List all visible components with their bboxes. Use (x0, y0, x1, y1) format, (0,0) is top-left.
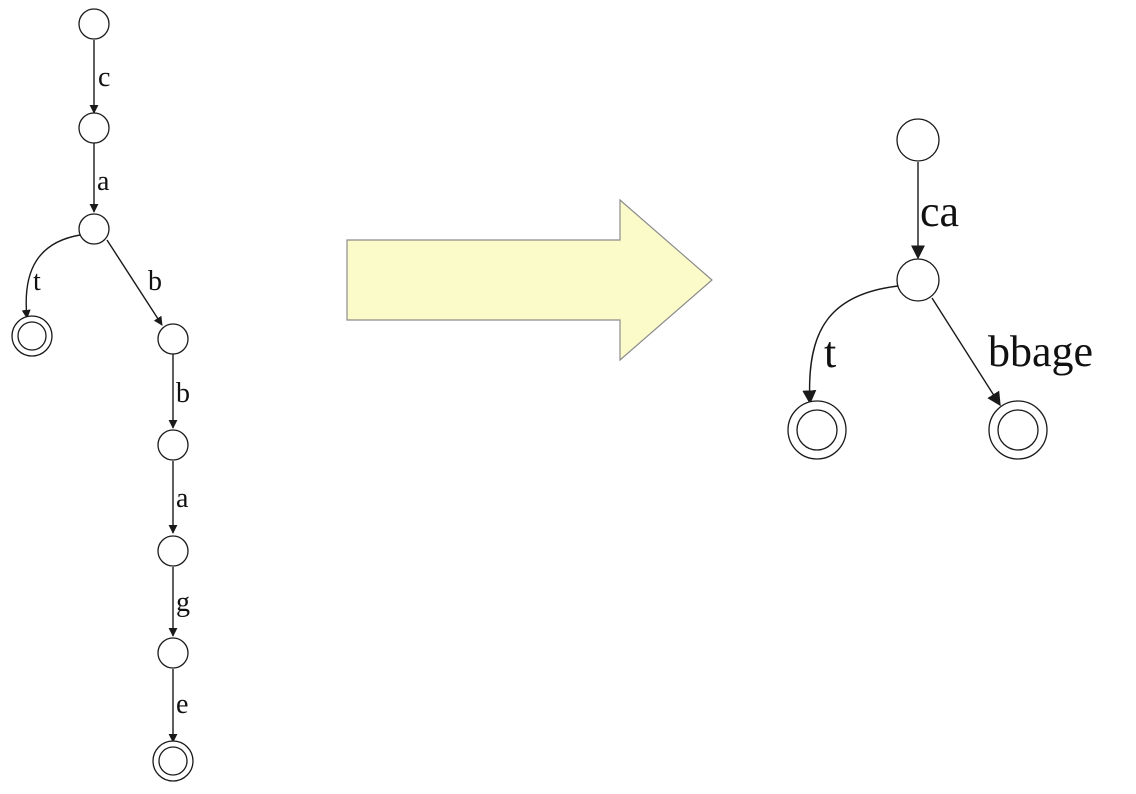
edge-label-a2: a (176, 483, 189, 514)
edge-label-g: g (176, 587, 190, 618)
edge-t (21, 234, 81, 319)
transform-arrow (346, 198, 713, 362)
accepting-node-cat (11, 315, 53, 357)
edge-t-compressed (802, 285, 899, 405)
edge-label-bbage: bbage (988, 327, 1093, 376)
accepting-node-cabbage (152, 740, 194, 782)
edge-b1 (106, 239, 163, 326)
node-cab (157, 323, 189, 355)
edge-label-b2: b (176, 378, 190, 409)
edge-label-c: c (98, 62, 110, 93)
edge-label-t: t (33, 266, 41, 297)
edge-label-b1: b (148, 266, 162, 297)
node-ca (78, 213, 110, 245)
node-root-compressed (896, 118, 940, 162)
edge-label-a: a (97, 166, 110, 197)
node-cabb (157, 429, 189, 461)
compressed-trie: ca t bbage (787, 118, 1093, 460)
node-cabba (157, 535, 189, 567)
edge-bbage (931, 297, 1001, 407)
node-ca-compressed (896, 258, 940, 302)
node-c (78, 112, 110, 144)
node-root (78, 8, 110, 40)
accepting-node-cat-compressed (787, 400, 847, 460)
edge-label-t-compressed: t (824, 328, 836, 377)
accepting-node-cabbage-compressed (988, 400, 1048, 460)
edge-label-e: e (176, 689, 188, 720)
node-cabbag (157, 637, 189, 669)
uncompressed-trie: c a t b b a g e (11, 8, 194, 782)
edge-label-ca: ca (920, 187, 959, 236)
